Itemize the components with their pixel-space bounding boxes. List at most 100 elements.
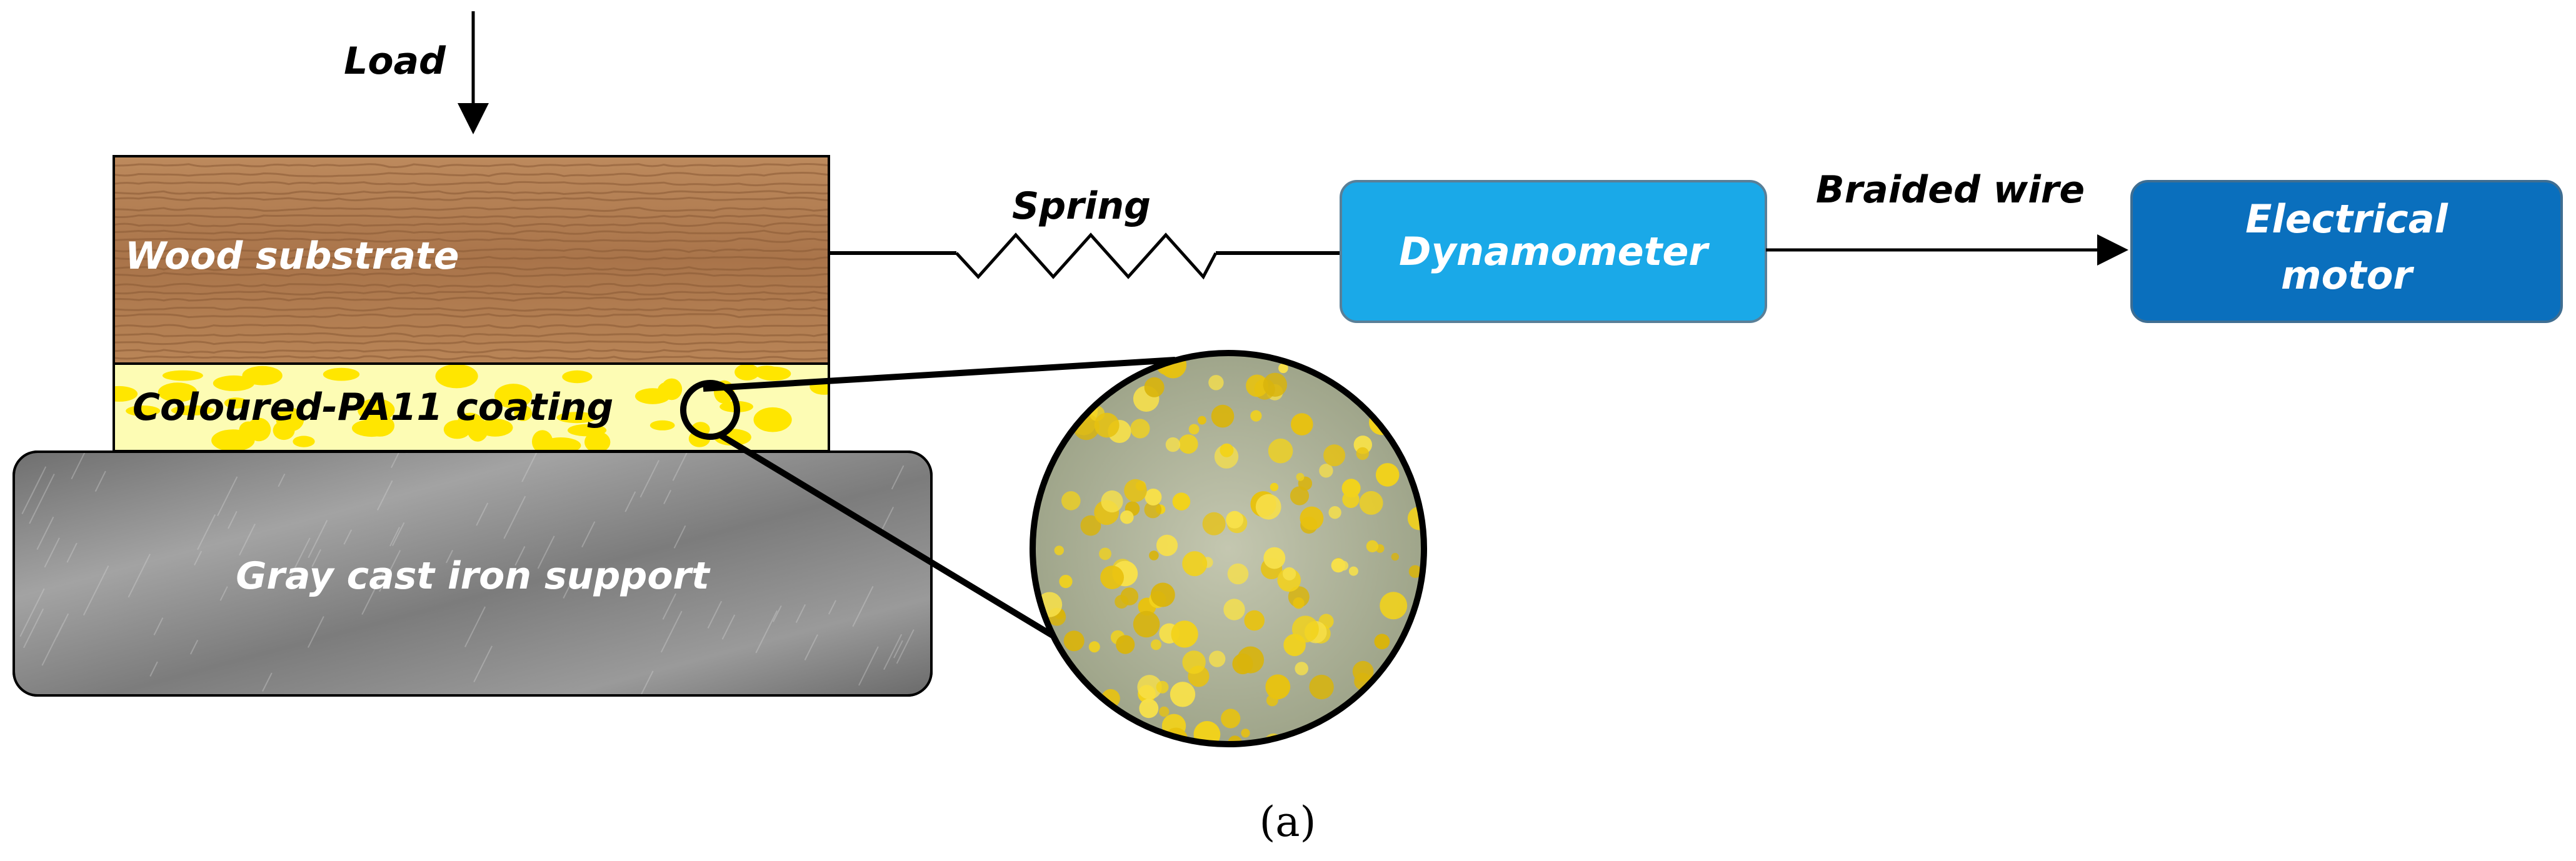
iron-texture-streak	[19, 588, 45, 637]
support-label: Gray cast iron support	[236, 554, 711, 598]
coating-particle	[242, 366, 283, 386]
magnified-particle	[1080, 515, 1101, 536]
magnified-particle	[1323, 444, 1346, 467]
magnified-particle	[1040, 694, 1068, 722]
iron-texture-streak	[852, 585, 874, 627]
magnified-particle	[1352, 660, 1374, 682]
magnified-particle	[1366, 540, 1379, 552]
magnified-particle	[1391, 552, 1399, 561]
magnified-particle	[1088, 641, 1100, 653]
iron-texture-streak	[755, 610, 778, 654]
iron-texture-streak	[29, 474, 55, 524]
wood-grain-line	[114, 306, 829, 312]
magnified-particle	[1336, 715, 1361, 740]
spring-icon	[955, 232, 1218, 280]
magnified-particle	[1070, 396, 1088, 414]
iron-texture-streak	[828, 600, 836, 615]
iron-texture-streak	[891, 465, 905, 490]
magnified-particle	[1331, 558, 1346, 573]
iron-texture-streak	[581, 521, 596, 548]
wood-grain-line	[114, 222, 829, 227]
iron-texture-streak	[308, 520, 328, 559]
iron-texture-streak	[41, 622, 64, 666]
iron-texture-streak	[883, 634, 903, 670]
magnified-particle	[1342, 490, 1360, 508]
magnified-particle	[1232, 653, 1253, 675]
coating-particle	[443, 420, 471, 439]
magnified-particle	[1319, 464, 1333, 478]
iron-texture-streak	[804, 634, 818, 660]
wood-grain-line	[114, 282, 829, 288]
iron-texture-streak	[795, 604, 806, 623]
magnified-particle	[1221, 709, 1241, 729]
coating-particle	[649, 420, 675, 430]
magnified-particle	[1182, 650, 1206, 674]
iron-texture-streak	[624, 491, 636, 512]
coating-particle	[658, 382, 678, 398]
magnified-particle	[1265, 674, 1291, 700]
wood-grain-line	[114, 229, 829, 235]
magnified-particle	[1291, 615, 1319, 643]
coating-particle	[556, 412, 598, 424]
magnified-particle	[1033, 662, 1053, 682]
wood-grain-line	[114, 296, 829, 302]
coating-particle	[494, 384, 533, 409]
wood-grain-line	[114, 162, 829, 168]
wood-grain-line	[114, 181, 829, 187]
motor-label-line1: Electrical	[2245, 196, 2448, 242]
magnified-particle	[1063, 630, 1085, 652]
wood-grain-line	[114, 190, 829, 196]
iron-texture-streak	[673, 525, 686, 549]
iron-texture-streak	[721, 614, 736, 640]
magnified-particle	[1059, 575, 1073, 589]
wood-grain-line	[114, 313, 829, 319]
coating-particle	[224, 397, 248, 409]
magnifier-small-circle	[680, 380, 740, 440]
coating-particle	[562, 370, 593, 384]
magnified-particle	[1365, 715, 1378, 727]
iron-texture-streak	[662, 593, 676, 620]
magnified-particle	[1067, 721, 1090, 744]
iron-texture-streak	[289, 537, 311, 578]
iron-texture-streak	[21, 474, 43, 514]
iron-texture-streak	[36, 516, 54, 550]
magnified-particle	[1043, 394, 1065, 416]
magnified-particle	[1054, 545, 1065, 555]
iron-texture-streak	[377, 480, 393, 510]
iron-texture-streak	[361, 570, 385, 615]
coating-particle	[734, 364, 760, 381]
magnified-particle	[1296, 472, 1305, 481]
magnified-particle	[1124, 479, 1147, 502]
coating-particle	[756, 366, 791, 381]
iron-texture-streak	[44, 537, 60, 568]
magnified-particle	[1283, 567, 1296, 580]
magnified-particle	[1291, 413, 1313, 435]
magnified-particle	[1348, 566, 1358, 576]
coating-label: Coloured-PA11 coating	[133, 386, 613, 429]
magnified-particle	[1406, 357, 1424, 384]
iron-texture-streak	[881, 506, 895, 530]
figure-caption: (a)	[1260, 798, 1316, 846]
wood-grain-line	[114, 256, 829, 261]
iron-texture-streak	[464, 606, 486, 647]
wood-grain-line	[114, 266, 829, 271]
coating-particle	[293, 435, 315, 447]
magnified-particle	[1137, 675, 1162, 700]
magnified-particle	[1100, 565, 1124, 589]
iron-texture-streak	[59, 452, 70, 453]
iron-texture-streak	[663, 489, 671, 504]
iron-texture-streak	[392, 522, 405, 546]
magnified-particle	[1156, 680, 1169, 694]
iron-texture-streak	[537, 535, 555, 569]
dynamometer-box: Dynamometer	[1340, 180, 1767, 323]
magnified-particle	[1188, 424, 1200, 435]
magnified-particle	[1061, 491, 1081, 510]
magnified-particle	[1402, 439, 1421, 457]
load-label: Load	[344, 39, 446, 83]
magnified-particle	[1328, 506, 1341, 519]
magnified-particle	[1211, 404, 1235, 428]
magnified-particle	[1342, 714, 1355, 727]
iron-texture-streak	[343, 529, 353, 545]
wood-grain-line	[114, 196, 829, 202]
iron-texture-streak	[503, 495, 526, 539]
